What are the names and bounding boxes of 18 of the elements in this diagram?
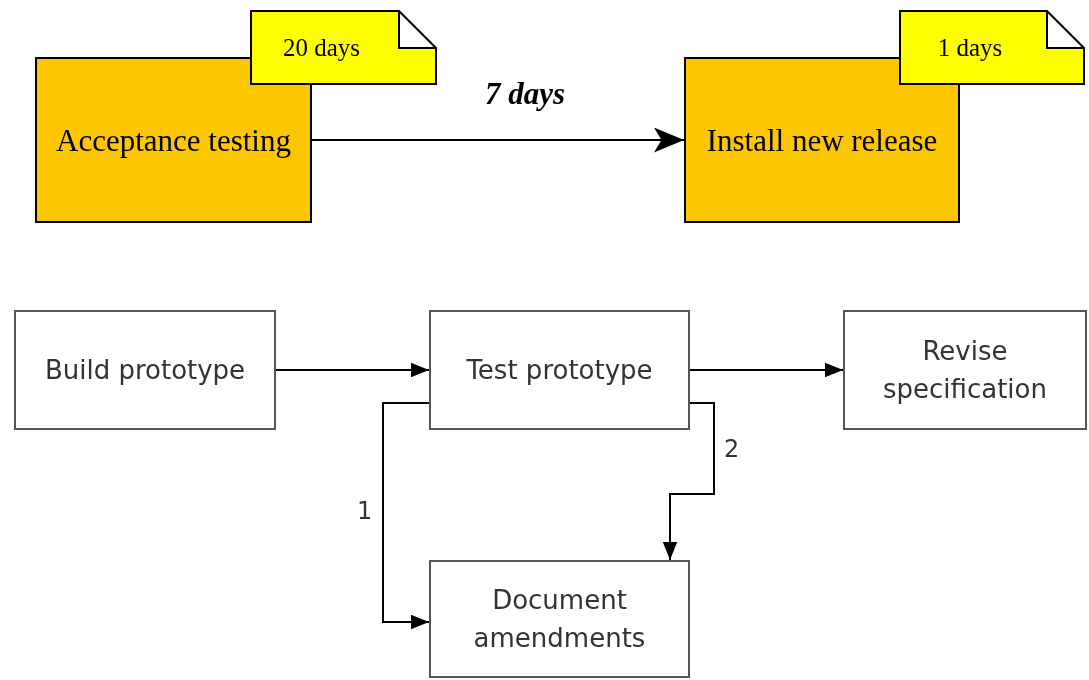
node-label: Install new release <box>706 121 938 159</box>
node-label: Build prototype <box>44 354 246 387</box>
node-label: Test prototype <box>466 354 653 387</box>
process-box <box>429 310 690 430</box>
arrow <box>275 362 430 378</box>
arrow <box>689 362 844 378</box>
task-box <box>35 57 312 223</box>
node-label: Acceptance testing <box>56 121 291 159</box>
process-box <box>429 560 690 678</box>
node-label: Revise specification <box>882 335 1048 406</box>
node-label: Document amendments <box>472 584 647 655</box>
process-box <box>14 310 276 430</box>
process-box <box>843 310 1087 430</box>
arrow <box>662 402 715 561</box>
arrow <box>382 402 430 630</box>
duration-label: 1 days <box>937 33 1003 62</box>
duration-label: 20 days <box>282 33 361 62</box>
arrow <box>311 127 685 153</box>
